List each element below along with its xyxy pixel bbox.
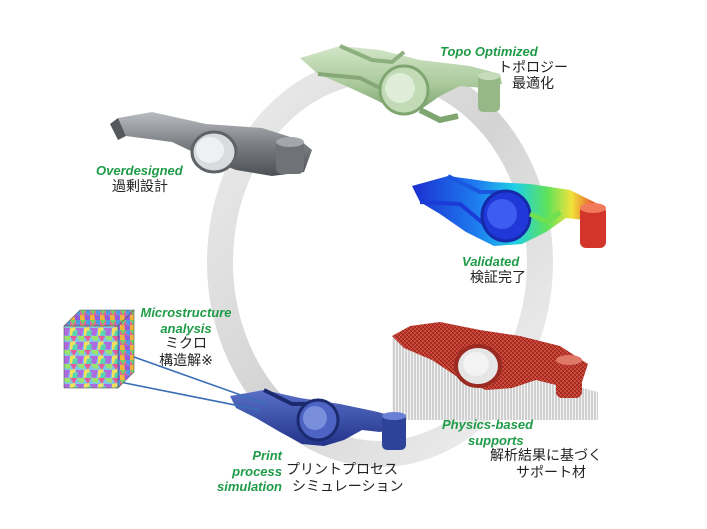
- fea-validated-bracket-icon: [412, 174, 606, 248]
- overdesigned-bracket-icon: [110, 112, 312, 176]
- bracket-with-supports-icon: [392, 322, 598, 420]
- topo-optimized-ja-2: 最適化: [512, 76, 554, 93]
- topo-optimized-en: Topo Optimized: [440, 44, 538, 59]
- label-overdesigned: Overdesigned 過剰設計: [96, 163, 183, 195]
- print-process-en-2: simulation: [216, 479, 282, 495]
- validated-ja-1: 検証完了: [470, 269, 526, 286]
- print-process-ja-2: シミュレーション: [292, 478, 404, 495]
- microstructure-ja-1: ミクロ: [165, 336, 207, 353]
- microstructure-cube-icon: [63, 309, 135, 389]
- supports-en-1: Physics-based: [442, 417, 534, 432]
- microstructure-en-1: Microstructure: [140, 305, 232, 320]
- validated-en: Validated: [462, 254, 520, 269]
- supports-en-2: supports: [468, 432, 524, 448]
- microstructure-ja-2: 構造解※: [159, 352, 213, 369]
- topo-optimized-ja-1: トポロジー: [498, 59, 568, 76]
- label-print-process-ja: プリントプロセス シミュレーション: [286, 462, 403, 496]
- print-process-en-1: Print process: [232, 448, 282, 479]
- label-topo-optimized: Topo Optimized トポロジー 最適化: [440, 44, 568, 93]
- microstructure-leader-lines: [119, 351, 267, 411]
- label-microstructure: Microstructure analysis ミクロ 構造解※: [130, 305, 242, 370]
- supports-ja-1: 解析結果に基づく: [490, 448, 602, 465]
- label-validated: Validated 検証完了: [462, 254, 526, 286]
- topology-optimized-bracket-icon: [300, 44, 502, 124]
- overdesigned-en: Overdesigned: [96, 163, 183, 178]
- supports-ja-2: サポート材: [516, 464, 586, 481]
- microstructure-en-2: analysis: [160, 320, 212, 336]
- label-print-process: Print process simulation: [200, 448, 282, 495]
- overdesigned-ja-1: 過剰設計: [112, 178, 168, 195]
- print-process-ja-1: プリントプロセス: [286, 462, 398, 478]
- print-simulated-bracket-icon: [230, 388, 406, 450]
- label-physics-based-supports: Physics-based supports 解析結果に基づく サポート材: [442, 417, 602, 482]
